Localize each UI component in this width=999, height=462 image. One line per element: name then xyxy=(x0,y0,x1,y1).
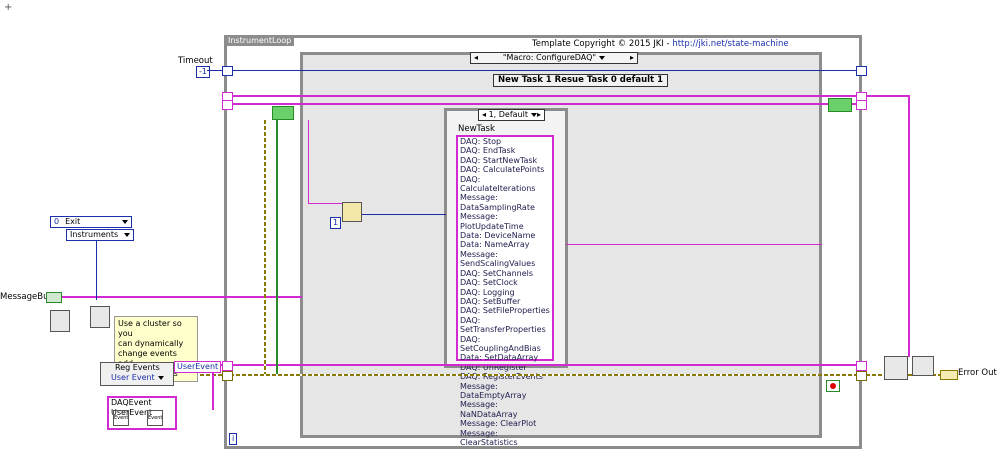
timeout-value[interactable]: -1 xyxy=(196,66,210,78)
user-event-option[interactable]: User Event xyxy=(101,373,173,383)
case-banner: New Task 1 Resue Task 0 default 1 xyxy=(493,74,668,87)
pink-wire-connector xyxy=(308,203,348,204)
reg-events-label: Reg Events xyxy=(115,363,160,372)
case-list-item: DAQ: StartNewTask xyxy=(460,155,538,165)
case-list-item: DAQ: SetClock xyxy=(460,278,518,288)
case-list-item: Message: ClearStatistics xyxy=(460,428,518,447)
case-list-item: DAQ: CalculateIterations xyxy=(460,174,536,194)
inner-case-selector[interactable]: ◂ 1, Default▸ xyxy=(478,109,545,121)
case-list-item: DAQ: Logging xyxy=(460,287,515,297)
case-list-item: DAQ: Stop xyxy=(460,137,502,146)
error-wire xyxy=(122,374,940,376)
timeout-wire xyxy=(207,70,857,71)
reg-events-vertical xyxy=(212,364,214,410)
event-shift-right xyxy=(856,361,867,371)
error-out-indicator[interactable] xyxy=(940,370,958,380)
inner-case-title: NewTask xyxy=(458,124,495,134)
simple-error-handler-icon[interactable] xyxy=(912,356,934,376)
bundle-node-right[interactable] xyxy=(828,98,852,112)
daq-event-icon-2: Event xyxy=(147,410,163,426)
case-list-item: Data: SetDataArray xyxy=(460,353,539,363)
case-list-item: Message: DataEmptyArray xyxy=(460,381,527,400)
while-loop-frame[interactable] xyxy=(224,35,862,449)
case-list-item: DAQ: SetBuffer xyxy=(460,296,521,306)
instruments-enum[interactable]: Instruments xyxy=(66,229,134,241)
case-list-item: DAQ: SetFileProperties xyxy=(460,306,550,316)
stop-terminal[interactable] xyxy=(826,380,840,392)
enum-wire-vertical xyxy=(96,240,97,300)
case-list-item: Message: DataSamplingRate xyxy=(460,193,535,212)
destroy-event-icon[interactable] xyxy=(884,356,908,380)
case-list-item: Data: NameArray xyxy=(460,240,530,250)
shift-register-left-2 xyxy=(222,100,233,110)
daq-event-icon-1: Event xyxy=(113,410,129,426)
crosshair-cursor-icon: + xyxy=(4,2,13,13)
user-event-output: UserEvent xyxy=(174,361,222,373)
event-wire xyxy=(212,364,857,366)
timeout-label: Timeout xyxy=(178,56,213,66)
case-list-item: DAQ: CalculatePoints xyxy=(460,165,545,175)
scale-subvi-icon[interactable] xyxy=(342,202,362,222)
error-out-label: Error Out xyxy=(958,368,997,378)
green-wire-vertical xyxy=(276,120,278,374)
messagebus-label: MessageBus xyxy=(0,292,53,302)
jki-link[interactable]: http://jki.net/state-machine xyxy=(672,39,789,49)
daq-event-label: DAQEvent UserEvent xyxy=(111,398,153,417)
case-list-item: DAQ: SetCouplingAndBias xyxy=(460,334,541,353)
case-list-item: Message: ClearPlot xyxy=(460,419,537,429)
case-list-item: Message: NaNDataArray xyxy=(460,400,518,419)
case-selector[interactable]: ◂"Macro: ConfigureDAQ"▸ xyxy=(470,52,638,64)
right-pink-vertical xyxy=(908,95,910,357)
timeout-tunnel-right xyxy=(856,66,867,76)
output-wire xyxy=(566,244,822,245)
string-wire-2 xyxy=(232,103,857,105)
error-shift-left xyxy=(222,371,233,381)
loop-iteration-terminal[interactable]: i xyxy=(229,433,238,445)
messagebus-wire xyxy=(62,296,302,298)
inner-wire xyxy=(362,214,446,215)
reg-events-node[interactable]: Reg Events User Event xyxy=(100,362,174,386)
messagebus-terminal[interactable] xyxy=(46,292,62,303)
case-list-item: Message: SendScalingValues xyxy=(460,249,536,269)
loop-label: InstrumentLoop xyxy=(225,36,295,46)
string-wire-right xyxy=(862,95,910,97)
shift-register-right-2 xyxy=(856,100,867,110)
inner-constant[interactable]: 1 xyxy=(330,217,342,229)
case-list-item: Message: PlotUpdateTime xyxy=(460,212,524,231)
case-list-item: DAQ: SetTransferProperties xyxy=(460,315,546,335)
create-user-event-icon[interactable] xyxy=(90,306,110,328)
string-wire-top xyxy=(232,95,857,97)
pink-wire-vertical xyxy=(308,120,309,204)
event-source-icon[interactable] xyxy=(50,310,70,332)
case-list-item: DAQ: RegisterEvents xyxy=(460,372,543,382)
error-wire-vertical xyxy=(264,120,266,374)
error-shift-right xyxy=(856,371,867,381)
event-shift-left xyxy=(222,361,233,371)
case-list-item: Data: DeviceName xyxy=(460,231,536,241)
case-list-item: DAQ: SetChannels xyxy=(460,268,534,278)
case-list-item: DAQ: EndTask xyxy=(460,146,516,156)
unbundle-node[interactable] xyxy=(272,106,294,120)
daq-event-cluster[interactable]: DAQEvent UserEvent Event Event xyxy=(107,396,177,430)
template-copyright: Template Copyright © 2015 JKI - http://j… xyxy=(532,39,789,49)
timeout-tunnel-left xyxy=(222,66,233,76)
case-list-item: DAQ: UnRegister xyxy=(460,362,527,372)
